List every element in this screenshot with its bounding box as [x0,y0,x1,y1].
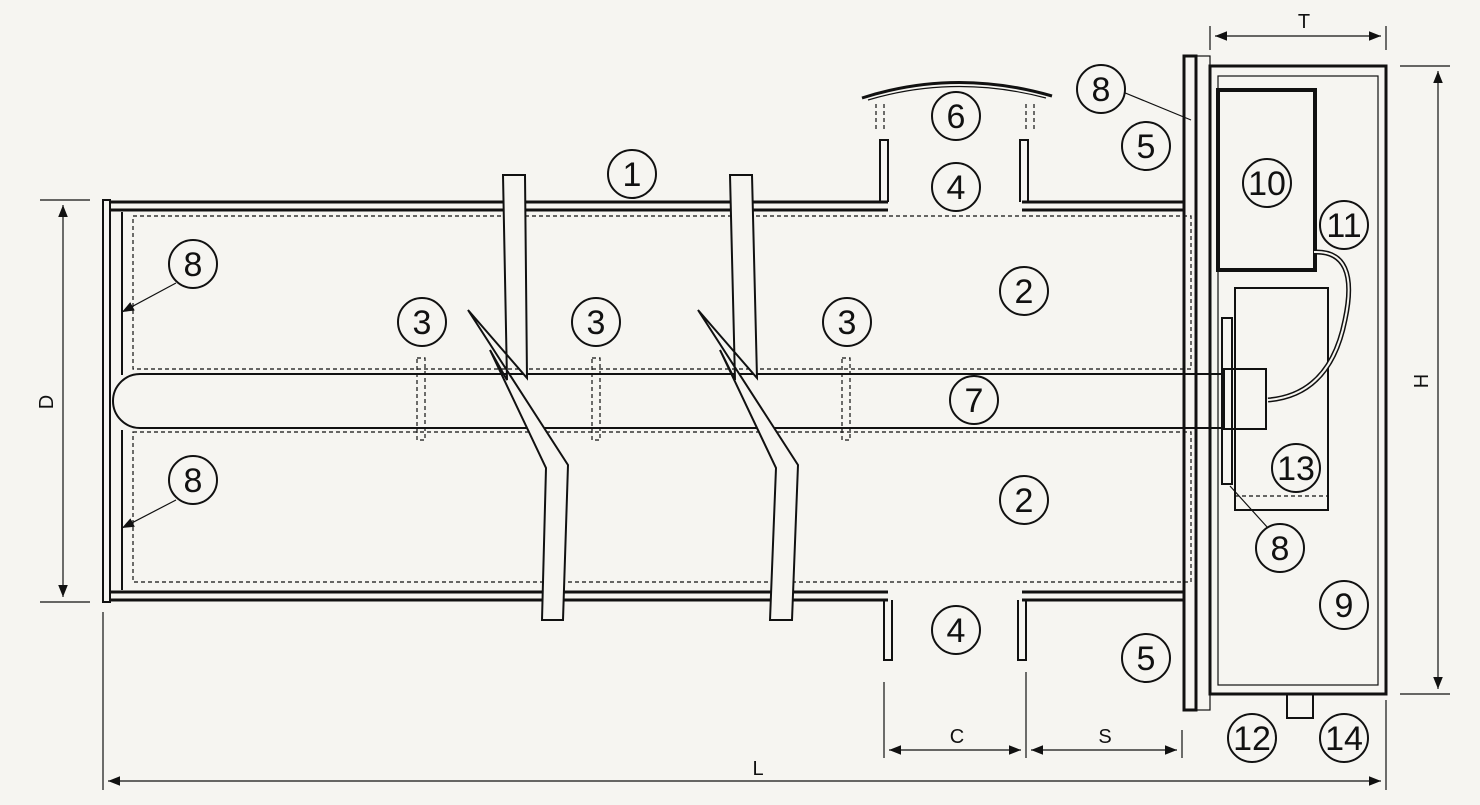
callout-8-left-lower-circle [168,455,218,505]
flange [1182,54,1211,712]
callout-2-top-circle [999,266,1049,316]
dim-H-label: H [1411,374,1433,388]
callout-13-label: 13 [1277,450,1315,488]
bottom-nozzle-left-wall [883,600,893,661]
break-marker-right [697,174,800,621]
top-nozzle-right-wall [1019,139,1029,202]
leader-8-top [1117,89,1192,121]
break-markers [467,174,800,621]
left-end-plate [102,199,111,603]
callout-3a-label: 3 [413,304,432,342]
callout-2-bottom-label: 2 [1015,482,1034,520]
leaders [121,89,1269,529]
callout-6-label: 6 [947,98,966,136]
insulation-upper [132,215,1192,370]
callout-10-circle [1242,158,1292,208]
mount-plate [1221,317,1233,485]
callout-4-bottom-label: 4 [947,612,966,650]
callout-9-circle [1319,580,1369,630]
leader-8-right [1229,485,1269,529]
callout-12-circle [1227,713,1277,763]
callout-12-label: 12 [1233,720,1271,758]
cover-arc-inner [867,85,1047,101]
component-10-box [1216,88,1317,272]
cover [861,81,1053,132]
callout-5-bottom-label: 5 [1137,640,1156,678]
callout-labels: 1 2 2 3 3 3 4 4 5 5 6 7 8 8 8 8 9 10 11 … [184,71,1363,758]
callout-8-top-right-label: 8 [1092,71,1111,109]
callout-11-circle [1319,200,1369,250]
callout-8-left-lower-label: 8 [184,462,203,500]
callout-8-left-upper-circle [168,239,218,289]
break-marker-left [467,174,570,621]
callout-7-circle [949,375,999,425]
callout-3c-label: 3 [838,304,857,342]
insulation-lower [132,431,1192,583]
cable-11 [1267,249,1352,403]
callout-3a-circle [397,297,447,347]
support-b [591,357,601,441]
callout-14-circle [1319,713,1369,763]
drain-fitting [1286,693,1314,719]
callout-4-top-label: 4 [947,169,966,207]
heater-tube [112,357,1267,441]
callout-2-bottom-circle [999,475,1049,525]
dim-T-label: T [1298,11,1310,33]
dim-S-label: S [1098,726,1111,748]
callout-1-label: 1 [623,156,642,194]
control-box-inner [1217,75,1379,686]
callout-5-top-label: 5 [1137,128,1156,166]
callout-13-circle [1271,443,1321,493]
cover-bolt-left [875,104,885,132]
callout-4-bottom-circle [931,605,981,655]
leader-8-lower [121,499,177,529]
callout-8-right-lower-label: 8 [1271,530,1290,568]
callout-1-circle [607,149,657,199]
bottom-nozzle-right-wall [1017,600,1027,661]
support-a [416,357,426,441]
dim-D-label: D [36,395,58,409]
callout-8-right-lower-circle [1255,523,1305,573]
callout-3c-circle [822,297,872,347]
callout-8-left-upper-label: 8 [184,246,203,284]
flange-plate [1182,54,1198,712]
callout-5-top-circle [1121,121,1171,171]
dimensions: D L C S T H [36,11,1450,790]
shell [102,199,1185,603]
leader-8-upper [121,282,177,313]
callout-14-label: 14 [1325,720,1363,758]
top-nozzle-left-wall [879,139,889,202]
heater-tube-outline [112,373,1222,429]
callout-5-bottom-circle [1121,633,1171,683]
dim-L-label: L [752,758,763,780]
cover-bolt-right [1025,104,1035,132]
insulation [132,215,1192,583]
callout-2-top-label: 2 [1015,273,1034,311]
control-box [1208,64,1388,719]
cable-11-core [1267,250,1350,401]
callout-7-label: 7 [965,382,984,420]
callout-10-label: 10 [1248,165,1286,203]
callout-4-top-circle [931,162,981,212]
component-13-box [1234,287,1329,511]
heater-connector [1223,368,1267,430]
callout-3b-circle [571,297,621,347]
callout-6-circle [931,91,981,141]
nozzles [879,139,1029,661]
flange-gasket [1195,55,1211,711]
callouts [168,64,1369,763]
callout-11-label: 11 [1326,207,1361,245]
callout-8-top-right-circle [1076,64,1126,114]
dim-C-label: C [950,726,964,748]
cover-arc-outer [861,81,1053,100]
callout-9-label: 9 [1335,587,1354,625]
callout-3b-label: 3 [587,304,606,342]
support-c [841,357,851,441]
